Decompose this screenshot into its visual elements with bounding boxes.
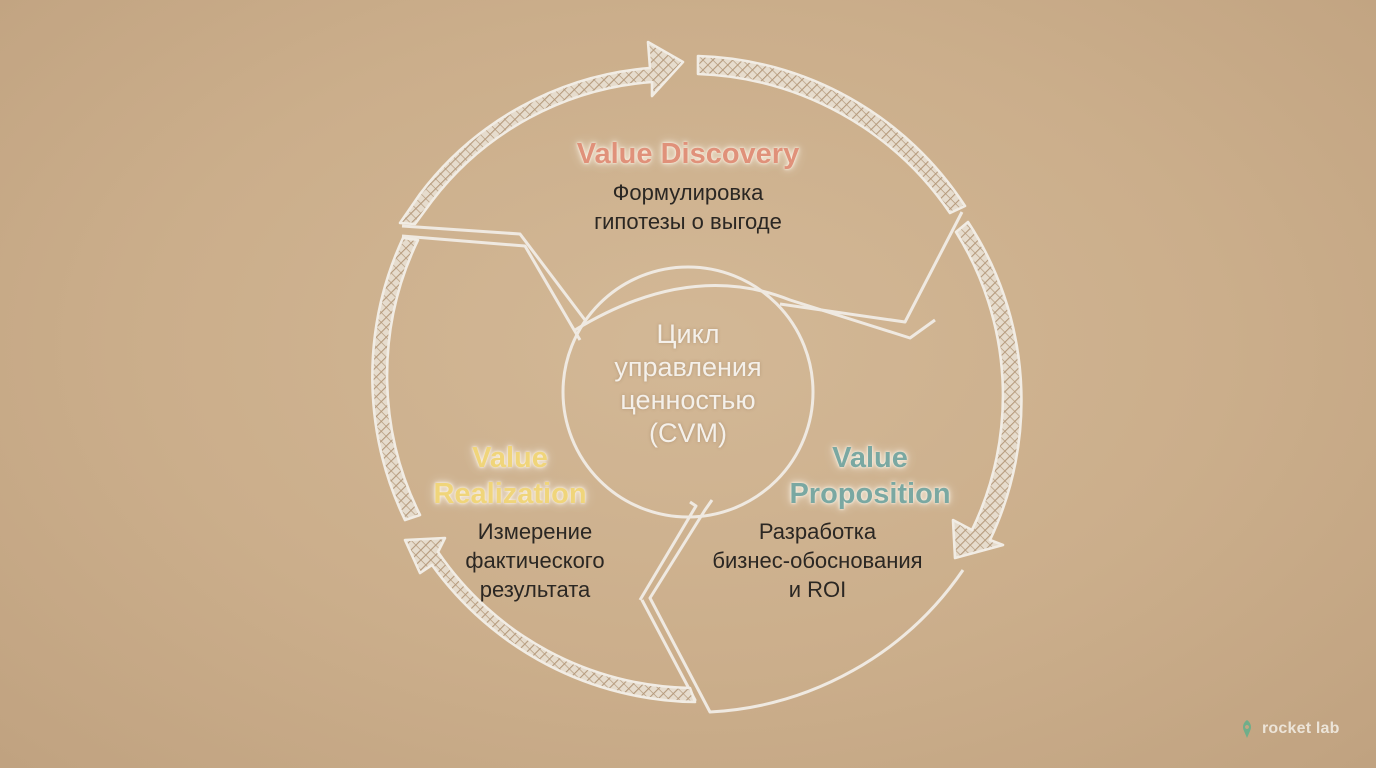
center-line: Цикл xyxy=(656,319,720,349)
description-line: гипотезы о выгоде xyxy=(594,209,782,234)
stage-description-proposition: Разработка бизнес-обоснования и ROI xyxy=(680,517,955,604)
arrow-top xyxy=(398,40,685,226)
rocket-lab-logo-icon xyxy=(1243,720,1251,738)
stage-title-realization: Value Realization xyxy=(380,440,640,512)
center-line: ценностью xyxy=(620,385,756,415)
center-line: (CVM) xyxy=(649,418,727,448)
description-line: Измерение xyxy=(477,519,593,544)
arrow-right xyxy=(951,220,1023,560)
arrow-top-right-band xyxy=(696,54,967,215)
stage-description-discovery: Формулировка гипотезы о выгоде xyxy=(488,178,888,236)
brand-watermark: rocket lab xyxy=(1238,719,1340,739)
description-line: фактического xyxy=(465,548,605,573)
description-line: Разработка xyxy=(758,519,877,544)
center-label: Цикл управления ценностью (CVM) xyxy=(560,318,816,450)
center-circle xyxy=(561,265,815,519)
stage-description-realization: Измерение фактического результата xyxy=(410,517,660,604)
title-line: Value xyxy=(472,442,548,474)
brand-name: rocket lab xyxy=(1262,720,1340,737)
arrow-left xyxy=(371,236,422,522)
stage-title-proposition: Value Proposition xyxy=(760,440,980,512)
arrow-bottom-left xyxy=(403,536,697,704)
title-line: Value xyxy=(832,442,908,474)
title-line: Proposition xyxy=(789,478,951,510)
center-line: управления xyxy=(614,352,762,382)
title-line: Realization xyxy=(433,478,587,510)
stage-title-discovery: Value Discovery xyxy=(576,138,800,170)
description-line: бизнес-обоснования xyxy=(712,548,923,573)
description-line: результата xyxy=(479,577,591,602)
description-line: Формулировка xyxy=(612,180,764,205)
description-line: и ROI xyxy=(788,577,847,602)
segment-right-outline xyxy=(574,283,965,714)
